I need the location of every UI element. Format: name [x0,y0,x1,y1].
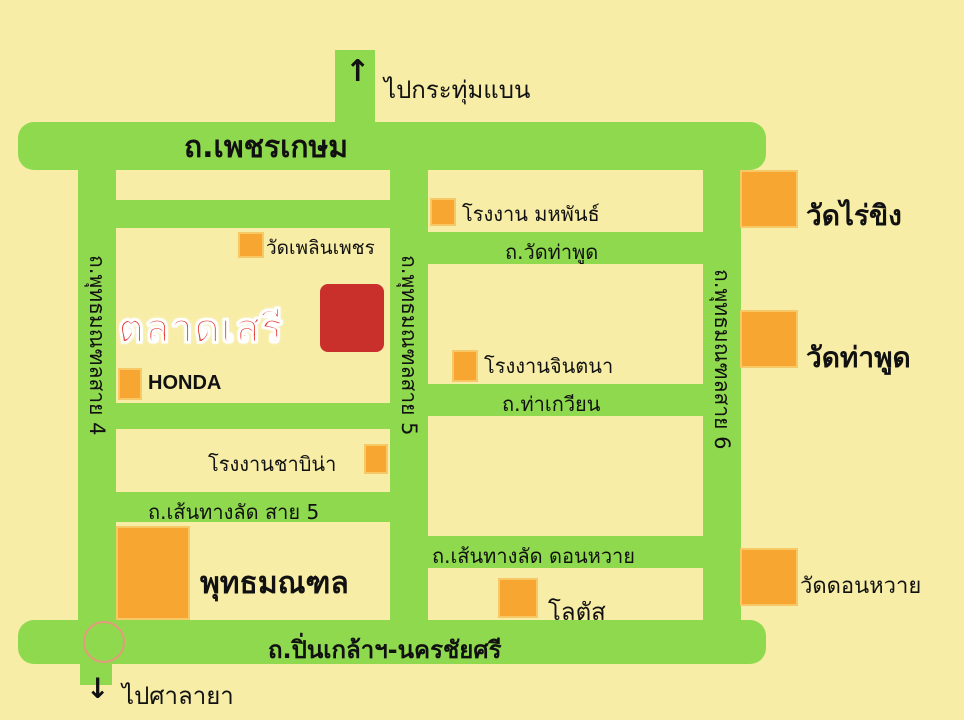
south-direction-label: ไปศาลายา [122,682,234,710]
label-factory-mahapan: โรงงาน มหพันธ์ [462,202,600,226]
label-factory-jintana: โรงงานจินตนา [484,354,614,378]
junction-ring-icon [83,621,125,663]
label-wat-don-wai: วัดดอนหวาย [800,574,922,599]
north-arrow-icon: ↑ [345,54,371,89]
marker-wat-phloen-phet [238,232,264,258]
marker-factory-jintana [452,350,478,382]
label-lotus: โลตัส [548,598,606,626]
label-talad-sri: ตลาดเสรี [118,306,284,353]
label-wat-tha-phut: วัดท่าพูด [806,341,911,374]
marker-lotus [498,578,538,618]
road-upper-left-band [100,200,410,228]
label-phetkasem: ถ.เพชรเกษม [184,130,349,165]
label-shortcut-don-wai: ถ.เส้นทางลัด ดอนหวาย [432,544,635,568]
marker-wat-tha-phut [740,310,798,368]
label-pinklao: ถ.ปิ่นเกล้าฯ-นครชัยศรี [268,636,502,664]
marker-buddhamonthon [116,526,190,620]
south-arrow-icon: ↓ [86,672,110,705]
marker-honda [118,368,142,400]
marker-factory-mahapan [430,198,456,226]
road-shortcut-don-wai [410,536,720,568]
road-left-middle-band [100,403,410,429]
road-wat-tha-phut [410,232,720,264]
label-tha-kwian-road: ถ.ท่าเกวียน [502,392,601,416]
marker-talad-sri [320,284,384,352]
label-wat-tha-phut-road: ถ.วัดท่าพูด [505,240,599,264]
road-pinklao-nakhon-chaisi [18,620,766,664]
road-soi4 [78,150,116,620]
road-tha-kwian [410,384,720,416]
north-direction-label: ไปกระทุ่มแบน [384,76,531,104]
label-shortcut5: ถ.เส้นทางลัด สาย 5 [148,500,320,524]
label-chabina: โรงงานชาบิน่า [208,452,337,476]
label-wat-rai-khing: วัดไร่ขิง [806,199,902,232]
label-honda: HONDA [148,372,222,394]
label-soi4: ถ.พุทธมณฑลสาย 4 [85,255,109,436]
marker-wat-rai-khing [740,170,798,228]
road-shortcut5 [100,492,410,522]
marker-chabina [364,444,388,474]
label-buddhamonthon: พุทธมณฑล [200,566,349,601]
label-wat-phloen-phet: วัดเพลินเพชร [266,237,375,259]
label-soi6: ถ.พุทธมณฑลสาย 6 [710,269,734,450]
road-north-spur [335,50,375,130]
label-soi5: ถ.พุทธมณฑลสาย 5 [397,255,421,436]
marker-wat-don-wai [740,548,798,606]
